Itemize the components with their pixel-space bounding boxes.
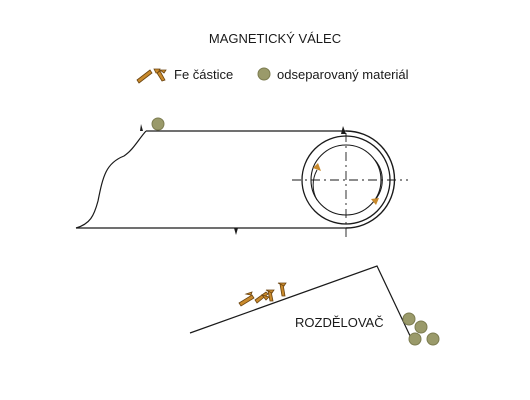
legend-material-label: odseparovaný materiál [277, 67, 409, 82]
separator-label: ROZDĚLOVAČ [295, 315, 384, 330]
iron-particles-cluster [238, 282, 287, 307]
material-particle [151, 117, 165, 131]
rotation-arrowhead [371, 198, 379, 205]
conveyor-belt [75, 130, 396, 229]
legend: Fe částice odseparovaný materiál [136, 67, 409, 84]
separated-material [402, 312, 440, 346]
rotation-arrow-icon [312, 159, 383, 201]
iron-particle-icon [136, 68, 167, 84]
rotation-arrowhead [313, 163, 321, 171]
magnetic-drum [292, 133, 408, 239]
material-particle-icon [257, 67, 271, 81]
belt-direction-mark [234, 228, 238, 235]
belt-direction-mark [140, 124, 143, 131]
belt-direction-mark [341, 126, 346, 134]
diagram-title: MAGNETICKÝ VÁLEC [209, 31, 341, 46]
separator [189, 265, 413, 341]
legend-iron-label: Fe částice [174, 67, 233, 82]
